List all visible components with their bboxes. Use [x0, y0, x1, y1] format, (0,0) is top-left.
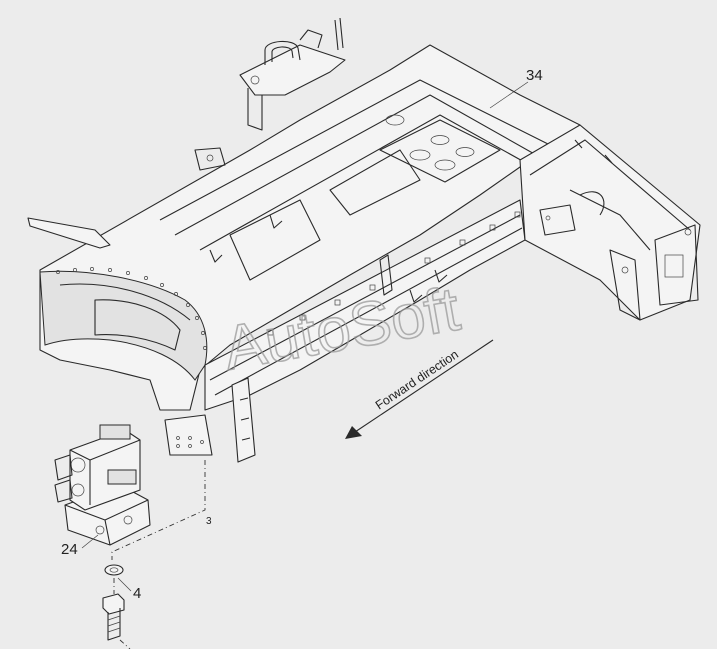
label-valve-block: 24: [61, 541, 78, 558]
bolt: [102, 593, 125, 641]
washer: [104, 564, 124, 576]
valve-block: [54, 424, 151, 546]
label-washer: 4: [133, 585, 141, 602]
lower-bracket: [164, 377, 256, 463]
top-hitch: [239, 17, 346, 131]
direction-label: Forward direction: [373, 347, 461, 412]
leader-lines: [81, 81, 529, 592]
label-frame: 34: [526, 67, 543, 84]
label-bolt-ref: 3: [206, 516, 212, 527]
assembly-lines: [111, 460, 206, 649]
bolt-holes: [56, 267, 207, 350]
rear-section: [519, 124, 701, 321]
frame-body: [39, 44, 581, 411]
forward-direction-arrow: [345, 339, 494, 439]
left-arm: [27, 147, 226, 249]
side-holes: [267, 211, 521, 336]
